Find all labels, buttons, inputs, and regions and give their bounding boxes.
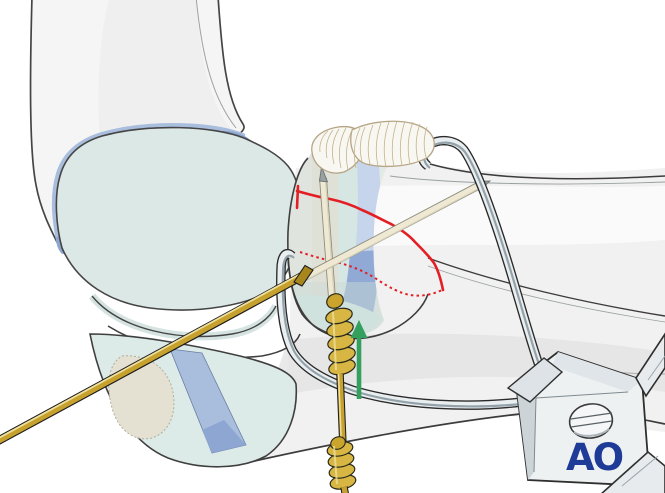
coronoid-radial-block	[89, 333, 298, 468]
gold-wire-end-collar	[293, 264, 314, 287]
twist-shaft-body	[337, 373, 346, 447]
k-wire-vertical-shaft	[320, 177, 335, 299]
pliers-handle-upper-line	[647, 355, 665, 381]
pliers-pivot-hole	[568, 403, 614, 439]
cerclage-wire-diagonal	[0, 264, 314, 445]
ulna-crest-line	[429, 163, 665, 180]
direction-arrow	[350, 320, 368, 399]
radial-cartilage-band-dark	[202, 420, 246, 453]
k-wire-oblique-shaft	[303, 183, 480, 280]
twist-tail-body	[341, 486, 348, 493]
pliers-handle-lower	[601, 450, 665, 493]
pliers-jaw-lower	[276, 249, 523, 410]
arrow-head	[350, 320, 368, 338]
k-wire-vertical-shade	[324, 179, 335, 297]
forearm-shading	[268, 333, 665, 398]
pliers-head-facet-lines	[533, 391, 629, 473]
humerus-left-edge	[29, 0, 61, 249]
humerus-shaft-shading	[98, 0, 232, 138]
ao-logo: AO	[566, 436, 623, 479]
fracture-line-solid	[295, 184, 445, 292]
trochlea-arc-line	[91, 295, 277, 338]
k-wire-vertical	[318, 164, 336, 299]
pliers-handle-upper	[635, 332, 665, 398]
tendon-striations-right	[359, 120, 428, 168]
humeral-condyle	[51, 123, 301, 359]
k-wire-oblique-shade	[305, 188, 479, 281]
pliers-handle-lower-line	[621, 455, 659, 487]
condyle-outline	[55, 126, 301, 311]
triceps-tendon	[311, 120, 435, 174]
twist-shaft-highlight	[337, 373, 343, 447]
pliers-pivot-shadow	[573, 428, 610, 437]
coil-lower-highlight	[333, 445, 338, 485]
gold-wire-highlight	[0, 271, 305, 439]
pliers-head-top-facet	[552, 352, 642, 392]
radius-echo-line	[427, 265, 665, 323]
pliers	[506, 332, 665, 493]
cerclage-wire-twist	[325, 293, 357, 493]
pliers-head-left-facet	[516, 384, 536, 480]
pliers-pivot-slot	[570, 412, 613, 428]
radius-line	[427, 257, 665, 317]
jaw-lower-shade	[281, 254, 523, 408]
coil-upper-highlight	[332, 311, 337, 371]
ulna-secondary-line	[389, 175, 665, 185]
k-wire-vertical-tip	[318, 164, 329, 183]
humerus-inner-curve	[195, 0, 237, 129]
gold-wire-body	[0, 271, 308, 444]
twist-knot-top	[326, 293, 344, 309]
twist-coil-upper	[325, 307, 356, 376]
pliers-jaw-junction	[506, 357, 564, 403]
twist-coil-lower	[326, 436, 357, 490]
tendon-striations-left	[319, 127, 361, 171]
